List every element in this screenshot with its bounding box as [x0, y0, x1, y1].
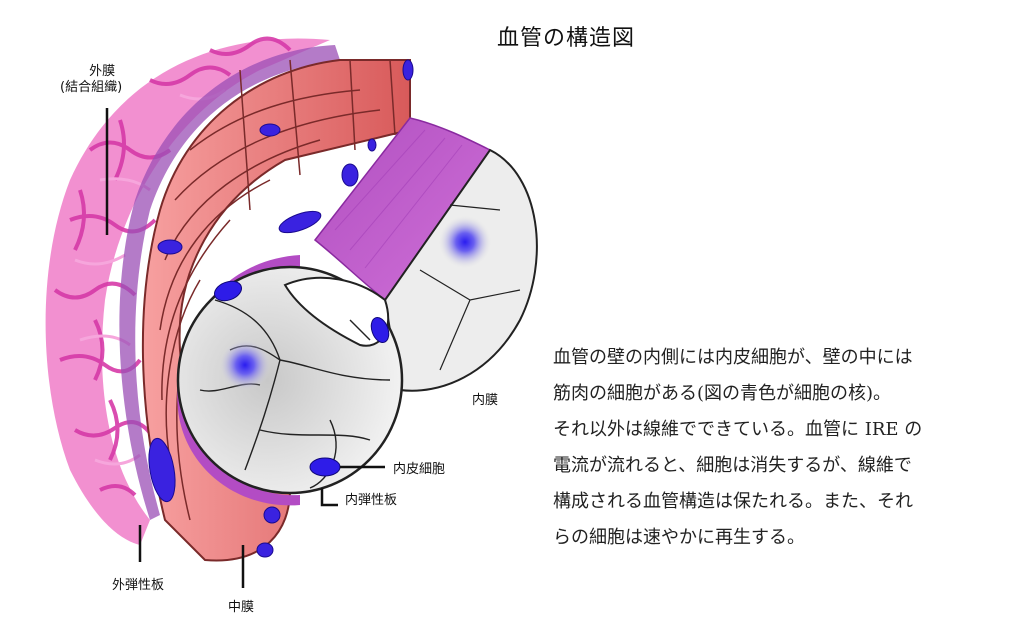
description-line: 構成される血管構造は保たれる。また、それ — [553, 484, 1023, 520]
description-line: 電流が流れると、細胞は消失するが、線維で — [553, 448, 1023, 484]
label-media: 中膜 — [228, 596, 254, 615]
label-adventitia-line1: 外膜 — [82, 64, 122, 80]
label-internal-elastic-lamina: 内弾性板 — [345, 489, 397, 508]
diagram-title: 血管の構造図 — [497, 20, 635, 52]
label-intima: 内膜 — [472, 389, 498, 408]
description-text: 血管の壁の内側には内皮細胞が、壁の中には 筋肉の細胞がある(図の青色が細胞の核)… — [553, 340, 1023, 556]
label-adventitia: 外膜 (結合組織) — [82, 64, 122, 96]
description-line: 血管の壁の内側には内皮細胞が、壁の中には — [553, 340, 1023, 376]
label-external-elastic-lamina: 外弾性板 — [112, 574, 164, 593]
label-adventitia-line2: (結合組織) — [60, 80, 122, 96]
description-line: らの細胞は速やかに再生する。 — [553, 520, 1023, 556]
description-line: それ以外は線維でできている。血管に IRE の — [553, 412, 1023, 448]
lumen — [178, 267, 402, 493]
label-endothelial-cell: 内皮細胞 — [393, 458, 445, 477]
description-line: 筋肉の細胞がある(図の青色が細胞の核)。 — [553, 376, 1023, 412]
internal-elastic-leader — [322, 488, 338, 505]
